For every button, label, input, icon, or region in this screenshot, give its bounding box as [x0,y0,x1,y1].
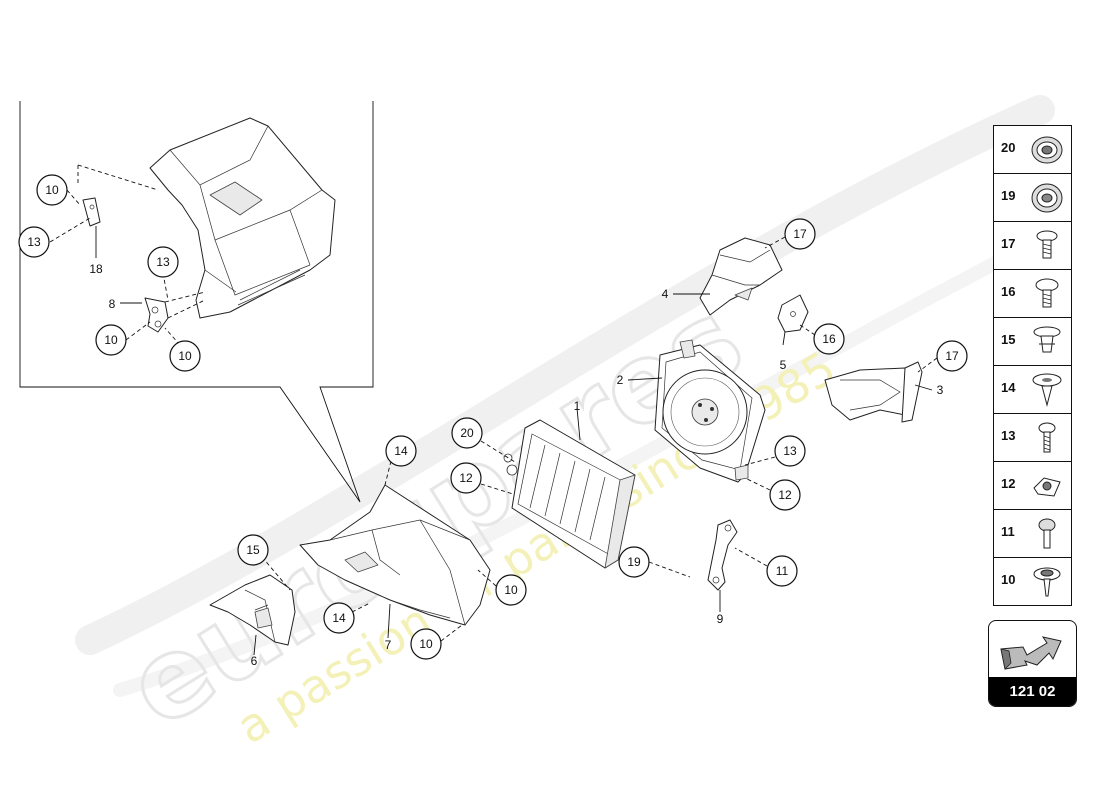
inset-duct-detail [77,117,336,333]
svg-text:20: 20 [460,426,474,440]
duct-6 [209,574,296,646]
screw-icon [1038,518,1056,549]
callout-13[interactable]: 13 [774,435,806,467]
legend-number: 14 [1001,380,1016,395]
screw-icon [1036,230,1058,259]
callout-11[interactable]: 11 [766,555,798,587]
watermark-brand: eurospares [106,275,764,752]
bracket-5 [777,294,809,333]
svg-text:12: 12 [778,488,792,502]
callout-7[interactable]: 7 [385,638,392,652]
legend-number: 19 [1001,188,1016,203]
legend-number: 15 [1001,332,1016,347]
svg-text:16: 16 [822,332,836,346]
legend-row-11[interactable]: 11 [994,510,1071,558]
callout-10[interactable]: 10 [410,628,442,660]
callout-4[interactable]: 4 [662,287,669,301]
callout-13[interactable]: 13 [147,246,179,278]
svg-text:11: 11 [776,564,789,578]
view-direction-arrow-icon [1000,636,1062,670]
svg-text:14: 14 [332,611,346,625]
leader-lines [49,189,938,656]
svg-text:10: 10 [104,333,118,347]
fastener-legend: 20 19 17 16 15 14 13 12 11 10 [993,125,1072,606]
legend-number: 12 [1001,476,1016,491]
callout-16[interactable]: 16 [813,323,845,355]
legend-number: 16 [1001,284,1016,299]
legend-row-20[interactable]: 20 [994,126,1071,174]
callout-10[interactable]: 10 [495,574,527,606]
callout-18[interactable]: 18 [89,262,103,276]
screw-icon [1035,278,1059,308]
washer-screw-icon [1033,567,1061,597]
bracket-9 [707,519,738,591]
legend-number: 10 [1001,572,1016,587]
callout-5[interactable]: 5 [780,358,787,372]
screw-icon [1038,422,1056,453]
callout-6[interactable]: 6 [251,654,258,668]
legend-number: 11 [1001,524,1015,539]
legend-number: 17 [1001,236,1016,251]
grommet-icon [1031,136,1063,164]
callout-14[interactable]: 14 [385,435,417,467]
callout-10[interactable]: 10 [95,324,127,356]
callout-19[interactable]: 19 [618,546,650,578]
legend-number: 13 [1001,428,1016,443]
svg-text:17: 17 [945,349,959,363]
svg-text:10: 10 [45,183,59,197]
callout-13[interactable]: 13 [18,226,50,258]
expansion-rivet-icon [1032,373,1062,407]
svg-text:13: 13 [783,444,797,458]
callout-17[interactable]: 17 [936,340,968,372]
callout-14[interactable]: 14 [323,602,355,634]
svg-text:19: 19 [627,555,641,569]
legend-number: 20 [1001,140,1016,155]
expansion-rivet-icon [1033,326,1061,353]
svg-text:12: 12 [459,471,473,485]
radiator [503,419,636,569]
fan-shroud [654,339,766,483]
svg-text:10: 10 [419,637,433,651]
callouts: 10 13 18 13 8 10 10 17 4 16 5 17 3 2 1 2… [18,174,968,668]
callout-10[interactable]: 10 [169,340,201,372]
diagram-reference: 121 02 [988,620,1077,707]
callout-2[interactable]: 2 [617,373,624,387]
air-duct-main [299,484,491,626]
legend-row-13[interactable]: 13 [994,414,1071,462]
callout-9[interactable]: 9 [717,612,724,626]
callout-12[interactable]: 12 [769,479,801,511]
callout-15[interactable]: 15 [237,534,269,566]
callout-10[interactable]: 10 [36,174,68,206]
svg-text:10: 10 [504,583,518,597]
legend-row-14[interactable]: 14 [994,366,1071,414]
legend-row-17[interactable]: 17 [994,222,1071,270]
callout-1[interactable]: 1 [574,399,581,413]
svg-text:10: 10 [178,349,192,363]
legend-row-12[interactable]: 12 [994,462,1071,510]
speed-nut-icon [1033,477,1061,497]
svg-text:13: 13 [27,235,41,249]
duct-upper [699,237,783,316]
legend-row-10[interactable]: 10 [994,558,1071,605]
legend-row-19[interactable]: 19 [994,174,1071,222]
inset-frame [19,101,374,503]
grommet-icon [1031,183,1063,213]
callout-12[interactable]: 12 [450,462,482,494]
callout-8[interactable]: 8 [109,297,116,311]
duct-side [824,361,923,423]
svg-text:14: 14 [394,444,408,458]
callout-20[interactable]: 20 [451,417,483,449]
legend-row-16[interactable]: 16 [994,270,1071,318]
svg-text:17: 17 [793,227,807,241]
diagram-number: 121 02 [989,677,1076,706]
callout-17[interactable]: 17 [784,218,816,250]
callout-3[interactable]: 3 [937,383,944,397]
legend-row-15[interactable]: 15 [994,318,1071,366]
svg-text:15: 15 [246,543,260,557]
svg-text:13: 13 [156,255,170,269]
